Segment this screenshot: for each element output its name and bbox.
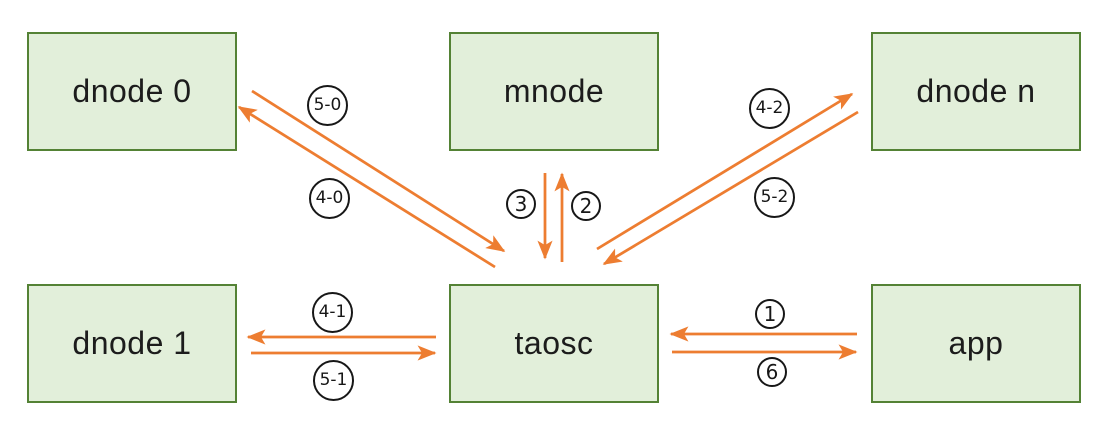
edge-label-3: 3 [506,189,536,219]
node-mnode: mnode [449,32,659,151]
edge-label-5-2: 5-2 [754,177,795,218]
edge-label-6: 6 [757,357,787,387]
edge-label-4-2: 4-2 [749,88,790,129]
node-dnode1: dnode 1 [27,284,237,403]
node-dnode1-label: dnode 1 [72,325,192,361]
edge-label-1: 1 [755,299,785,329]
edge-label-5-1: 5-1 [313,360,354,401]
node-dnode0-label: dnode 0 [72,73,192,109]
node-dnoden-label: dnode n [916,73,1036,109]
node-mnode-label: mnode [503,73,605,109]
node-app: app [871,284,1081,403]
edge-label-4-1: 4-1 [312,292,353,333]
edge-label-2: 2 [571,191,601,221]
edge-label-4-0: 4-0 [309,178,350,219]
node-taosc-label: taosc [514,325,594,361]
node-dnoden: dnode n [871,32,1081,151]
node-app-label: app [948,325,1004,361]
node-dnode0: dnode 0 [27,32,237,151]
node-taosc: taosc [449,284,659,403]
edge-label-5-0: 5-0 [307,85,348,126]
